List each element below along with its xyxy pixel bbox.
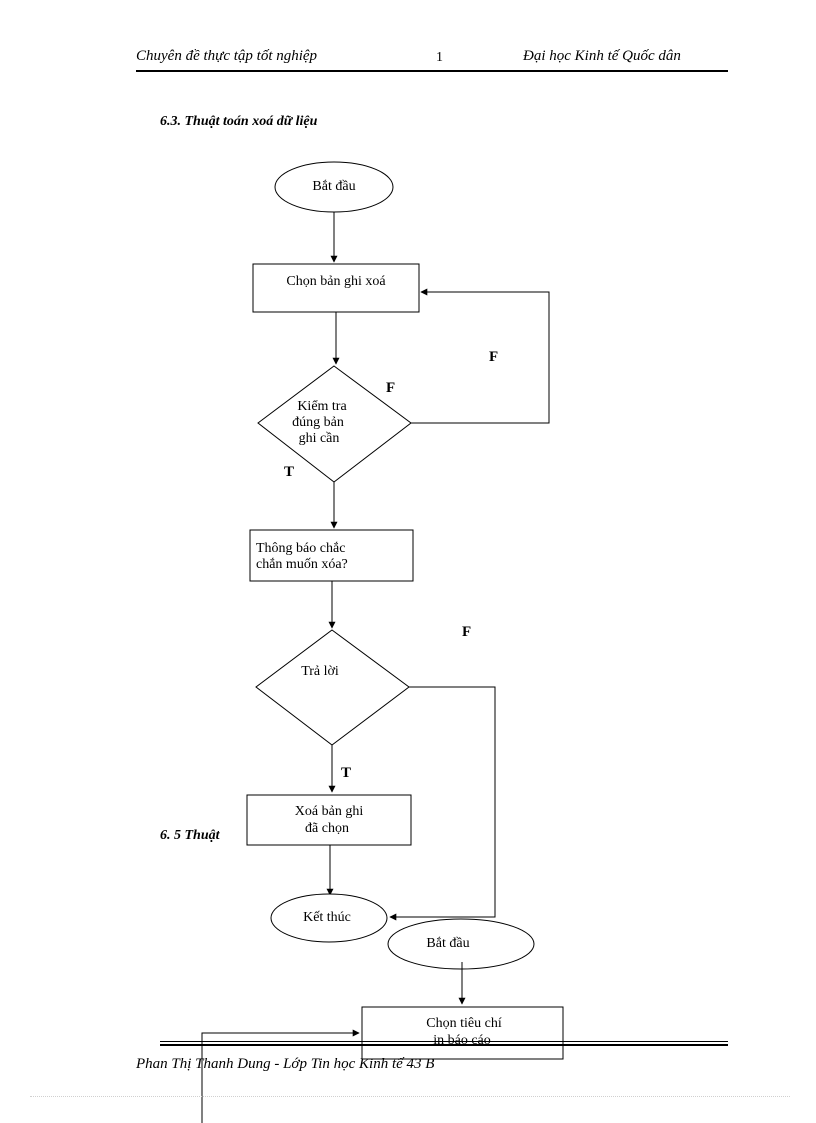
delete-box (246, 794, 412, 846)
criteria-box (361, 1006, 564, 1060)
label-f-2: F (386, 380, 395, 396)
delete-label-1: Xoá bản ghi (295, 804, 364, 819)
header-right: Đại học Kinh tế Quốc dân (523, 48, 681, 64)
page-number: 1 (436, 50, 443, 65)
end-label: Kết thúc (303, 910, 351, 925)
loop-false-check (411, 288, 550, 424)
header-rule (136, 70, 728, 72)
footer-text: Phan Thị Thanh Dung - Lớp Tin học Kinh t… (136, 1056, 435, 1072)
end-oval (270, 893, 388, 943)
confirm-label-2: chắn muốn xóa? (256, 557, 348, 572)
footer-rule-thick (160, 1044, 728, 1046)
answer-label: Trả lời (301, 664, 339, 679)
confirm-box (249, 529, 414, 582)
loop-into-criteria (201, 1029, 360, 1123)
footer-rule-thin (160, 1041, 728, 1042)
check-label-1: Kiểm tra (297, 399, 347, 414)
header-left: Chuyên đề thực tập tốt nghiệp (136, 48, 318, 64)
criteria-label-1: Chọn tiêu chí (426, 1016, 502, 1031)
select-record-label: Chọn bản ghi xoá (286, 274, 386, 289)
label-f-3: F (462, 624, 471, 640)
check-label-2: đúng bản (292, 415, 344, 430)
start-label: Bắt đầu (312, 179, 355, 194)
label-t-1: T (284, 464, 294, 480)
page-edge-dotted-line (30, 1096, 790, 1097)
start2-label: Bắt đầu (426, 936, 469, 951)
delete-label-2: đã chọn (305, 821, 349, 836)
path-false-answer (389, 686, 496, 921)
answer-diamond (255, 629, 410, 746)
label-f-1: F (489, 349, 498, 365)
section2-title: 6. 5 Thuật (160, 828, 221, 844)
section-title: 6.3. Thuật toán xoá dữ liệu (160, 114, 318, 129)
check-label-3: ghi cần (299, 431, 340, 446)
confirm-label-1: Thông báo chắc (256, 541, 345, 556)
start2-oval (387, 918, 535, 970)
label-t-2: T (341, 765, 351, 781)
